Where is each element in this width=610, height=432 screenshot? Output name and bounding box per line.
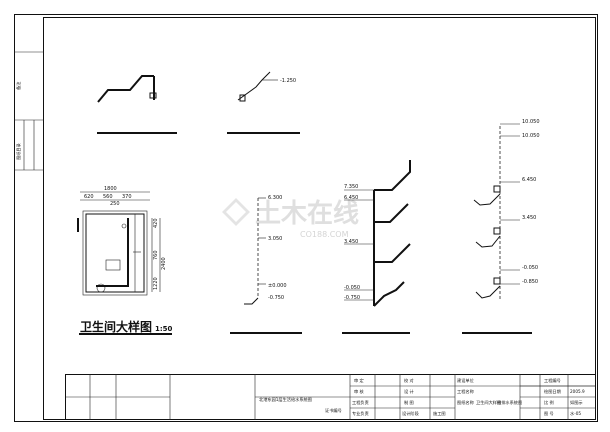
riser-2-elev-5: -0.750 [344, 295, 360, 301]
tb-meta-label-2: 绘图日期 [544, 388, 561, 395]
riser-3-elev-4: 3.450 [522, 215, 536, 221]
riser-diagram-3: 10.050 10.050 6.450 3.450 -0.050 -0.850 [462, 119, 540, 334]
riser-2-elev-3: 3.450 [344, 239, 358, 245]
tb-role-b-1: 校 对 [404, 377, 414, 384]
detail-top-2-elevation: -1.250 [280, 78, 296, 84]
plan-dim-250: 250 [110, 201, 120, 207]
plan-dim-2400: 2400 [161, 257, 167, 270]
detail-top-1 [97, 75, 177, 134]
plan-dim-1220: 1220 [153, 277, 159, 290]
riser-2-elev-2: 6.450 [344, 195, 358, 201]
riser-2-elev-1: 7.350 [344, 184, 358, 190]
tb-role-c-2: 工程名称 [457, 388, 474, 395]
watermark-text: 土木在线 [255, 199, 359, 229]
tb-role-b-3: 制 图 [404, 399, 414, 406]
tb-role-a-4: 专业负责 [352, 410, 369, 417]
bathroom-plan: 1800 620 560 370 250 420 760 1220 2400 卫… [77, 186, 173, 335]
plan-scale: 1:50 [155, 325, 173, 333]
riser-1-elev-2: 3.050 [268, 236, 282, 242]
tb-cert-label: 证书编号 [325, 407, 342, 414]
tb-meta-label-4: 图 号 [544, 411, 554, 417]
plan-dim-1800: 1800 [104, 186, 117, 192]
tb-role-a-2: 审 核 [354, 388, 365, 395]
riser-3-elev-3: 6.450 [522, 177, 536, 183]
left-strip-label-1: 备注 [15, 81, 22, 90]
tb-meta-label-3: 比 例 [544, 399, 554, 406]
riser-3-elev-2: 10.050 [522, 133, 540, 139]
tb-drawing-name-1: 卫生间大样图 [476, 399, 501, 406]
tb-meta-value-3: 如图示 [570, 399, 583, 406]
plan-dim-760: 760 [153, 250, 159, 260]
tb-role-b-4: 设计阶段 [402, 410, 420, 417]
plan-dim-620: 620 [84, 194, 94, 200]
tb-role-a-3: 工程负责 [352, 399, 369, 406]
outer-border [14, 14, 598, 422]
tb-meta-value-2: 2005.9 [570, 389, 585, 394]
riser-3-elev-5: -0.050 [522, 265, 538, 271]
tb-meta-label-1: 工程编号 [544, 377, 561, 384]
riser-diagram-1: 6.300 3.050 ±0.000 -0.750 [230, 195, 302, 334]
riser-diagram-2: 7.350 6.450 3.450 -0.050 -0.750 [342, 160, 411, 334]
riser-1-elev-4: -0.750 [268, 295, 284, 301]
plan-dim-420: 420 [153, 218, 159, 228]
plan-dim-370: 370 [122, 194, 132, 200]
detail-top-2: -1.250 [227, 71, 300, 134]
plan-dim-560: 560 [103, 194, 113, 200]
tb-role-b-2: 设 计 [404, 388, 414, 395]
tb-role-a-1: 审 定 [354, 377, 364, 384]
left-strip-label-2: 图纸目录 [15, 143, 22, 160]
riser-2-elev-4: -0.050 [344, 285, 360, 291]
tb-meta-value-4: 水-05 [570, 410, 581, 416]
riser-3-elev-1: 10.050 [522, 119, 540, 125]
riser-1-elev-3: ±0.000 [268, 283, 287, 289]
riser-3-elev-6: -0.850 [522, 279, 538, 285]
watermark-sub: CO188.COM [300, 230, 349, 239]
tb-role-c-3: 图纸名称 [457, 399, 474, 406]
plan-title: 卫生间大样图 [80, 319, 152, 334]
watermark: 土木在线 CO188.COM [222, 198, 359, 239]
title-block: 北港东园1层生活给水系统图 证书编号 审 定 审 核 工程负责 专业负责 校 对… [65, 374, 596, 420]
left-strip: 备注 图纸目录 [14, 51, 44, 171]
tb-role-c-1: 建设单位 [457, 377, 474, 384]
tb-drawing-name-2: 给排水系统图 [497, 399, 522, 406]
tb-project-name: 北港东园1层生活给水系统图 [259, 396, 312, 403]
tb-construction: 施工图 [433, 410, 446, 417]
riser-1-elev-1: 6.300 [268, 195, 282, 201]
